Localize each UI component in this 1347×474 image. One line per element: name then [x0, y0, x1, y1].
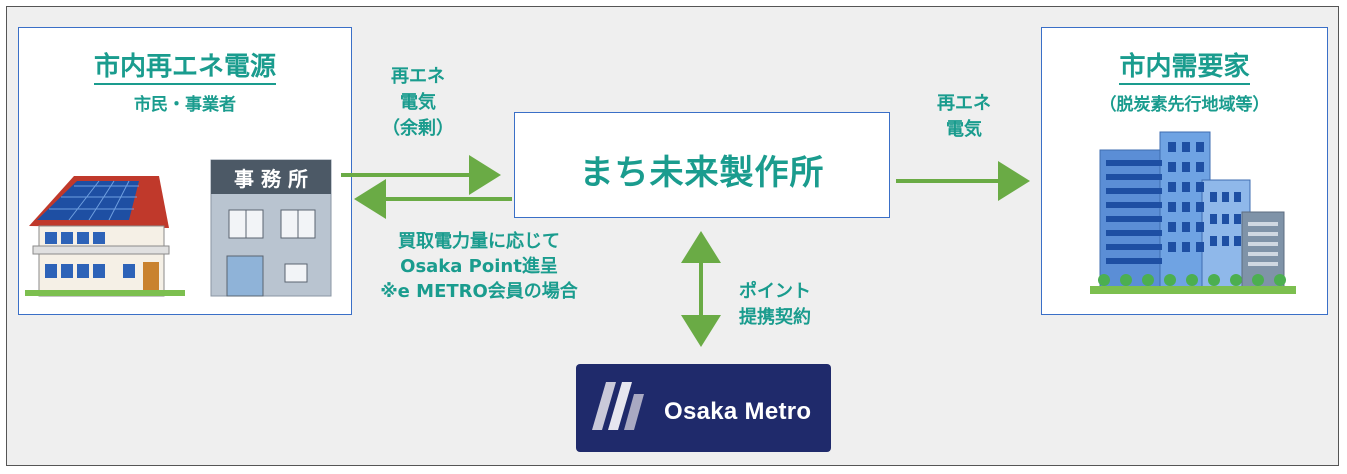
office-sign-text: 事 務 所 [234, 167, 308, 191]
osaka-metro-m-icon [592, 382, 644, 430]
local-renewable-source-box: 市内再エネ電源 市民・事業者 [18, 27, 352, 315]
machi-mirai-factory-box: まち未来製作所 [514, 112, 890, 218]
osaka-metro-logo: Osaka Metro [576, 364, 831, 452]
machi-mirai-factory-title: まち未来製作所 [579, 153, 825, 193]
office-buildings-icon [1090, 131, 1296, 294]
local-consumer-title: 市内需要家 [1042, 46, 1327, 85]
renewable-supply-label: 再エネ 電気 [937, 93, 991, 140]
citizens-businesses-subtitle: 市民・事業者 [134, 95, 236, 115]
house-solar-icon: 事 務 所 [25, 159, 332, 297]
decarbonization-area-subtitle: （脱炭素先行地域等） [1099, 95, 1270, 115]
osaka-point-reward-label: 買取電力量に応じて Osaka Point進呈 ※e METRO会員の場合 [380, 231, 578, 302]
point-partnership-label: ポイント 提携契約 [739, 281, 811, 328]
osaka-metro-logo-text: Osaka Metro [664, 398, 812, 425]
diagram-canvas: 市内再エネ電源 市民・事業者 [6, 6, 1339, 466]
local-renewable-source-title: 市内再エネ電源 [19, 46, 351, 85]
surplus-renewable-label: 再エネ 電気 （余剰） [382, 66, 454, 139]
local-consumer-box: 市内需要家 （脱炭素先行地域等） [1041, 27, 1328, 315]
